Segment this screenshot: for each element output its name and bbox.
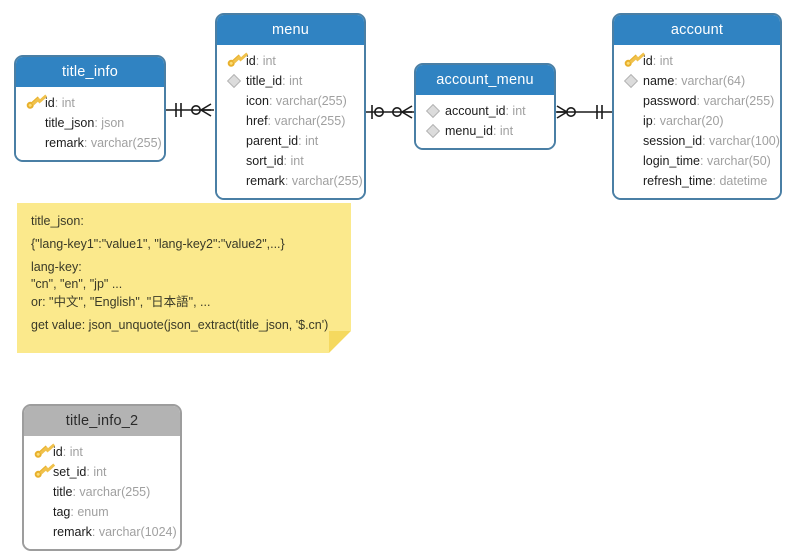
attribute-row[interactable]: name: varchar(64) bbox=[614, 71, 780, 91]
relationship-title_info-menu[interactable] bbox=[166, 103, 214, 117]
entity-attributes-title_info_2: id: int set_id: int title: varchar(255) … bbox=[24, 436, 180, 549]
attribute-label: tag: enum bbox=[53, 505, 109, 519]
entity-account[interactable]: account id: int name: varchar(64) passwo… bbox=[612, 13, 782, 200]
entity-title_info_2[interactable]: title_info_2 id: int set_id: int title: … bbox=[22, 404, 182, 551]
attribute-label: menu_id: int bbox=[445, 124, 514, 138]
attribute-row[interactable]: login_time: varchar(50) bbox=[614, 151, 780, 171]
attribute-row[interactable]: account_id: int bbox=[416, 101, 554, 121]
note-line: lang-key: bbox=[31, 260, 82, 275]
attribute-label: password: varchar(255) bbox=[643, 94, 775, 108]
entity-menu[interactable]: menu id: int title_id: int icon: varchar… bbox=[215, 13, 366, 200]
attribute-row[interactable]: title_id: int bbox=[217, 71, 364, 91]
attribute-label: title: varchar(255) bbox=[53, 485, 151, 499]
note-line: title_json: bbox=[31, 214, 84, 228]
diamond-icon bbox=[623, 73, 641, 89]
no-icon bbox=[226, 153, 244, 169]
entity-title-menu: menu bbox=[217, 15, 364, 45]
key-icon bbox=[33, 464, 51, 480]
attribute-row[interactable]: set_id: int bbox=[24, 462, 180, 482]
no-icon bbox=[623, 153, 641, 169]
entity-title-title_info: title_info bbox=[16, 57, 164, 87]
entity-attributes-account_menu: account_id: int menu_id: int bbox=[416, 95, 554, 148]
sticky-note-title_json[interactable]: title_json: {"lang-key1":"value1", "lang… bbox=[17, 203, 351, 353]
attribute-row[interactable]: parent_id: int bbox=[217, 131, 364, 151]
no-icon bbox=[623, 113, 641, 129]
no-icon bbox=[226, 113, 244, 129]
attribute-label: id: int bbox=[643, 54, 673, 68]
attribute-label: icon: varchar(255) bbox=[246, 94, 347, 108]
attribute-row[interactable]: tag: enum bbox=[24, 502, 180, 522]
attribute-row[interactable]: title_json: json bbox=[16, 113, 164, 133]
entity-title_info[interactable]: title_info id: int title_json: json rema… bbox=[14, 55, 166, 162]
attribute-row[interactable]: session_id: varchar(100) bbox=[614, 131, 780, 151]
attribute-label: id: int bbox=[53, 445, 83, 459]
attribute-label: refresh_time: datetime bbox=[643, 174, 768, 188]
entity-title-account_menu: account_menu bbox=[416, 65, 554, 95]
no-icon bbox=[226, 133, 244, 149]
attribute-label: name: varchar(64) bbox=[643, 74, 746, 88]
key-icon bbox=[33, 444, 51, 460]
key-icon bbox=[25, 95, 43, 111]
no-icon bbox=[33, 484, 51, 500]
attribute-label: id: int bbox=[246, 54, 276, 68]
attribute-row[interactable]: password: varchar(255) bbox=[614, 91, 780, 111]
no-icon bbox=[623, 173, 641, 189]
relationship-menu-account_menu[interactable] bbox=[366, 105, 414, 119]
attribute-label: id: int bbox=[45, 96, 75, 110]
no-icon bbox=[623, 133, 641, 149]
relationship-account_menu-account[interactable] bbox=[556, 105, 612, 119]
note-line: {"lang-key1":"value1", "lang-key2":"valu… bbox=[31, 237, 285, 252]
attribute-row[interactable]: remark: varchar(255) bbox=[217, 171, 364, 191]
entity-title-account: account bbox=[614, 15, 780, 45]
attribute-row[interactable]: id: int bbox=[24, 442, 180, 462]
diamond-icon bbox=[425, 103, 443, 119]
attribute-row[interactable]: refresh_time: datetime bbox=[614, 171, 780, 191]
no-icon bbox=[25, 115, 43, 131]
no-icon bbox=[226, 173, 244, 189]
attribute-row[interactable]: id: int bbox=[16, 93, 164, 113]
attribute-label: ip: varchar(20) bbox=[643, 114, 724, 128]
attribute-row[interactable]: icon: varchar(255) bbox=[217, 91, 364, 111]
key-icon bbox=[623, 53, 641, 69]
entity-attributes-menu: id: int title_id: int icon: varchar(255)… bbox=[217, 45, 364, 198]
attribute-label: set_id: int bbox=[53, 465, 107, 479]
attribute-label: title_id: int bbox=[246, 74, 303, 88]
attribute-row[interactable]: id: int bbox=[614, 51, 780, 71]
attribute-row[interactable]: ip: varchar(20) bbox=[614, 111, 780, 131]
entity-attributes-account: id: int name: varchar(64) password: varc… bbox=[614, 45, 780, 198]
attribute-label: remark: varchar(1024) bbox=[53, 525, 177, 539]
note-line: "cn", "en", "jp" ... bbox=[31, 277, 123, 292]
no-icon bbox=[226, 93, 244, 109]
note-line: or: "中文", "English", "日本語", ... bbox=[31, 294, 211, 309]
attribute-label: account_id: int bbox=[445, 104, 526, 118]
attribute-label: remark: varchar(255) bbox=[246, 174, 363, 188]
attribute-row[interactable]: sort_id: int bbox=[217, 151, 364, 171]
attribute-row[interactable]: href: varchar(255) bbox=[217, 111, 364, 131]
no-icon bbox=[623, 93, 641, 109]
attribute-row[interactable]: title: varchar(255) bbox=[24, 482, 180, 502]
note-line: get value: json_unquote(json_extract(tit… bbox=[31, 317, 329, 332]
entity-account_menu[interactable]: account_menu account_id: int menu_id: in… bbox=[414, 63, 556, 150]
attribute-label: session_id: varchar(100) bbox=[643, 134, 780, 148]
attribute-row[interactable]: remark: varchar(1024) bbox=[24, 522, 180, 542]
attribute-label: parent_id: int bbox=[246, 134, 319, 148]
entity-title-title_info_2: title_info_2 bbox=[24, 406, 180, 436]
attribute-label: title_json: json bbox=[45, 116, 125, 130]
attribute-row[interactable]: menu_id: int bbox=[416, 121, 554, 141]
attribute-row[interactable]: remark: varchar(255) bbox=[16, 133, 164, 153]
diamond-icon bbox=[425, 123, 443, 139]
attribute-label: href: varchar(255) bbox=[246, 114, 346, 128]
diamond-icon bbox=[226, 73, 244, 89]
no-icon bbox=[25, 135, 43, 151]
key-icon bbox=[226, 53, 244, 69]
no-icon bbox=[33, 524, 51, 540]
no-icon bbox=[33, 504, 51, 520]
entity-attributes-title_info: id: int title_json: json remark: varchar… bbox=[16, 87, 164, 160]
attribute-label: sort_id: int bbox=[246, 154, 304, 168]
attribute-label: remark: varchar(255) bbox=[45, 136, 162, 150]
attribute-row[interactable]: id: int bbox=[217, 51, 364, 71]
note-fold-corner-icon bbox=[329, 331, 351, 353]
attribute-label: login_time: varchar(50) bbox=[643, 154, 771, 168]
